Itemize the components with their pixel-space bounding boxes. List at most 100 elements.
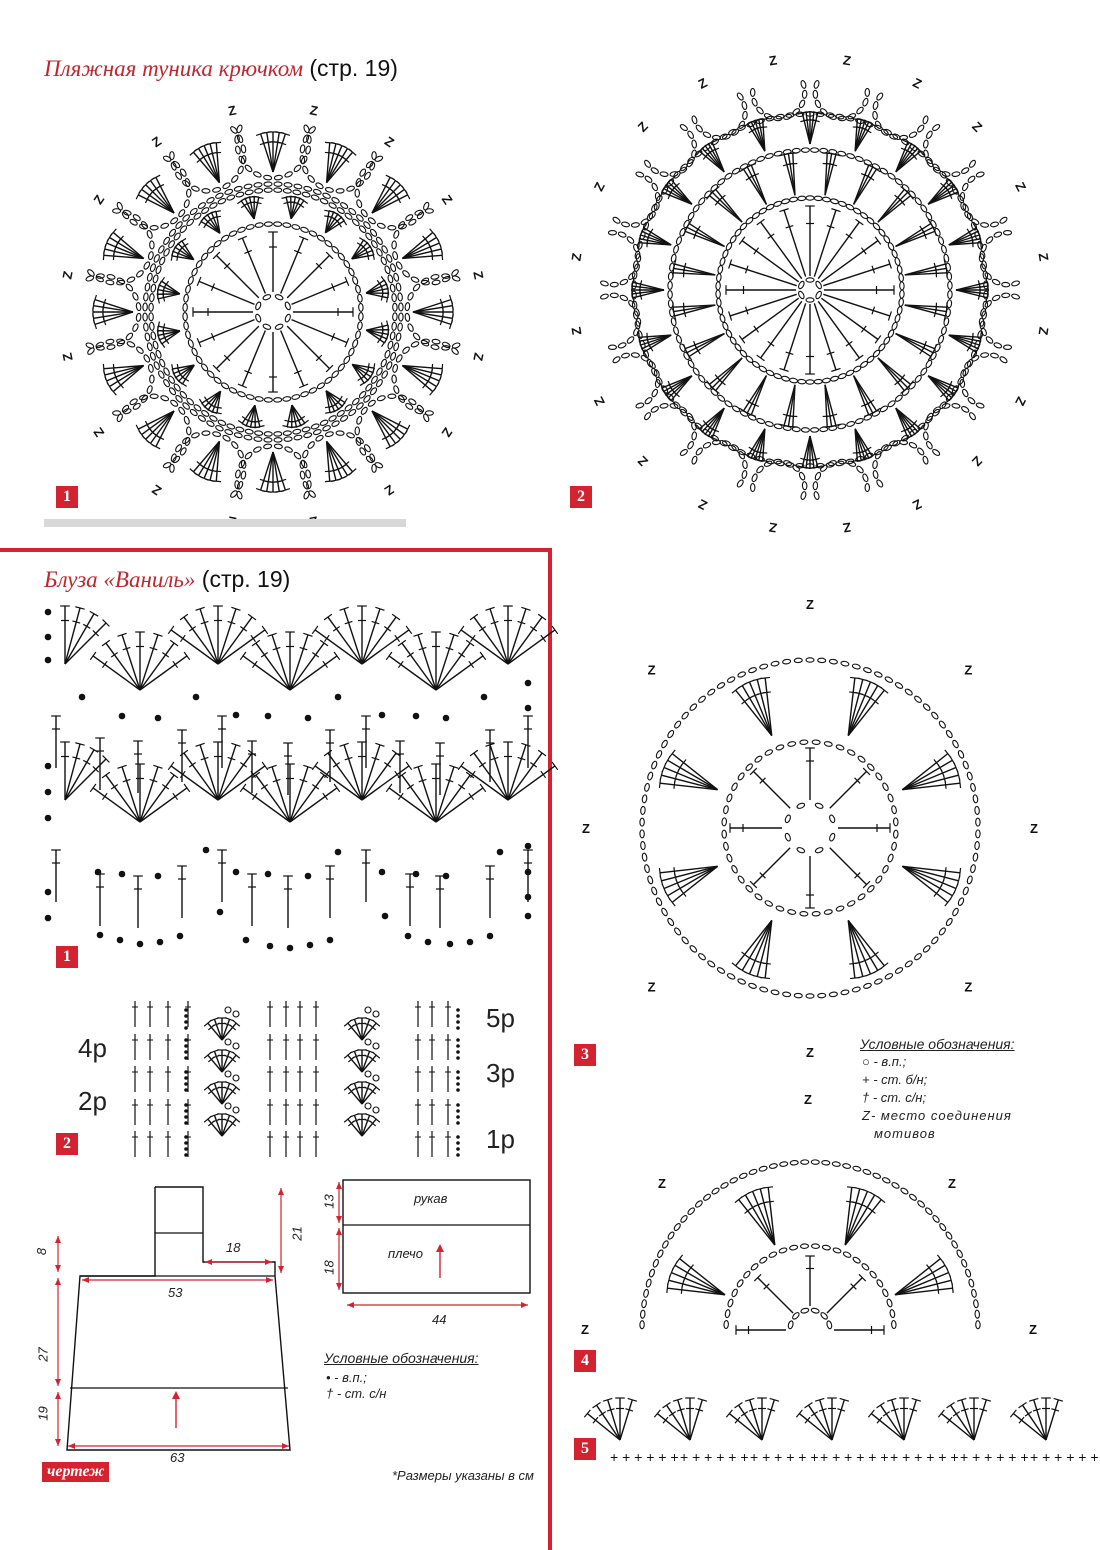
doily-2-stitch [746,162,768,205]
doily-2-stitch-outer [809,111,823,145]
shell-fan-stitch [339,742,363,801]
chain-stitch-dot [334,693,342,701]
chain-stitch-dot [192,693,200,701]
doily-1-petal-stitch [255,451,274,493]
chain-loop [224,1070,232,1078]
tall-stitch [51,849,61,902]
join-mark-z: Z [581,1322,589,1337]
motif-3-spoke [838,823,891,833]
doily-1-spoke [291,276,350,305]
dim-line-13-t [336,1182,342,1189]
doily-2-stitch [895,219,934,248]
join-mark-z: Z [696,75,710,92]
tall-stitch [177,865,187,918]
chain-stitch-dot [44,633,52,641]
doily-2-spoke [813,208,841,277]
motif-legend-item-5: мотивов [874,1126,936,1141]
shell-fan-stitch [117,764,141,823]
sleeve-outline [342,1179,531,1294]
doily-1-fan-stitch [156,321,181,332]
shell-fan-stitch [361,742,385,801]
tall-stitch [485,729,495,782]
edging-fan-stitch [886,1397,905,1441]
shell-fan-stitch [323,613,363,665]
doily-2-stitch [877,357,909,395]
doily-1-petal-stitch [401,365,437,396]
edging-fan-stitch [583,1409,621,1441]
dim-line-44-l [347,1302,354,1308]
tall-stitch [361,715,371,768]
edging-fan-stitch [619,1397,638,1441]
dim-line-8-b [55,1265,61,1272]
shell-fan-stitch [117,632,141,691]
shell-fan-stitch [64,755,110,801]
motif-3-petal [847,920,860,980]
motif-3-badge: 3 [574,1044,596,1066]
chain-stitch-dot [446,940,454,948]
doily-1-scallop [299,430,377,498]
tall-stitch [283,875,293,928]
dim-line-44-r [521,1302,528,1308]
shell-fan-stitch [357,741,367,800]
chain-dot [456,1044,460,1048]
join-mark-z: Z [806,1045,814,1060]
join-mark-z: Z [470,352,486,363]
chain-dot [456,1088,460,1092]
chain-stitch-dot [378,711,386,719]
shell-fan-stitch [361,606,385,665]
tall-stitch [177,729,187,782]
doily-2-stitch [708,188,743,223]
doily-1-scallop [391,338,459,416]
motif-4-spoke [805,1255,815,1306]
doily-1-scallop [85,273,142,351]
join-mark-z: Z [635,453,651,469]
cluster-stitch [361,1019,381,1041]
doily-2-center-ring [798,277,822,303]
shell-fan-stitch [167,625,219,665]
doily-1-center-ring [255,294,291,330]
shell-fan-stitch [457,625,509,665]
shell-fan-stitch [217,606,241,665]
blouse-title: Блуза «Ваниль» (стр. 19) [44,566,290,593]
tall-stitch [247,873,257,926]
doily-2-scallop [922,124,976,178]
cluster-stitch [221,1115,241,1137]
row-label-2: 2р [78,1086,107,1116]
shell-fan-stitch [431,763,441,822]
doily-2-scallop [872,92,929,141]
doily-1-fan-stitch [158,276,181,295]
chain-stitch-dot [176,932,184,940]
cluster-stitch [221,1019,241,1041]
shell-fan-stitch [311,625,363,665]
chain-stitch-dot [232,711,240,719]
doily-1-spoke [268,231,278,292]
chain-dot [456,1141,460,1145]
doily-2-stitch-outer [927,375,953,404]
doily-2-scallop [691,439,748,488]
blouse-legend-item-1: • - в.п.; [326,1370,367,1385]
chain-stitch-dot [202,846,210,854]
chain-stitch-dot [264,870,272,878]
chain-stitch-dot [381,912,389,920]
edging-fan-stitch [804,1401,833,1441]
doily-2-scallop [600,292,642,351]
tall-stitch [95,873,105,926]
doily-2-spoke [738,236,800,283]
shell-fan-stitch [139,771,179,823]
edging-fan-stitch [827,1397,837,1440]
doily-2-stitch-outer [757,118,768,152]
shell-fan-stitch [195,742,219,801]
edging-fan-stitch [761,1397,780,1441]
doily-1-scallop [169,430,247,498]
shell-fan-stitch [64,610,99,665]
doily-1-petal-stitch [412,311,454,330]
doily-2-stitch [705,357,743,389]
edging-fan-stitch [602,1397,621,1441]
join-mark-z: Z [1036,252,1052,262]
blouse-diagram-2-drawing [132,1001,460,1157]
join-mark-z: Z [568,252,584,262]
shell-fan-stitch [507,606,531,665]
doily-2-stitch [904,267,948,278]
doily-2-scallop [612,171,661,228]
